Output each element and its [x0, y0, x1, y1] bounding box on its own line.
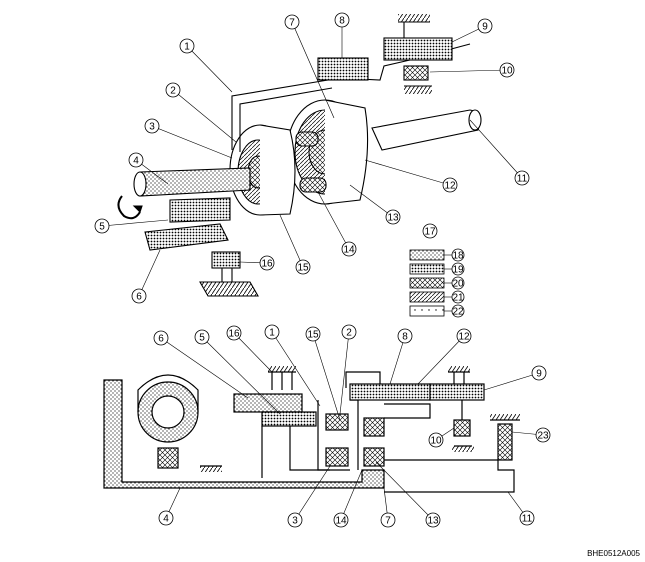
legend-entry-18: 18	[409, 248, 465, 262]
legend-label: 20	[452, 279, 464, 290]
callout-number: 5	[99, 222, 105, 233]
callout-number: 6	[136, 292, 142, 303]
callout-number: 12	[444, 181, 456, 192]
callout-2: 2	[165, 82, 237, 143]
callout-number: 7	[385, 516, 391, 527]
callout-number: 16	[261, 259, 273, 270]
callout-number: 3	[292, 516, 298, 527]
legend-swatch	[409, 291, 445, 303]
callout-number: 14	[343, 245, 355, 256]
legend-entry-19: 19	[409, 262, 465, 276]
legend-label: 21	[452, 293, 464, 304]
callout-17: 17	[422, 223, 438, 239]
callout-16: 16	[239, 255, 275, 271]
callout-number: 11	[522, 514, 533, 525]
callout-16: 16	[226, 325, 273, 373]
callout-8: 8	[389, 328, 413, 385]
callout-number: 2	[170, 86, 176, 97]
callout-number: 17	[424, 227, 436, 238]
rotation-arrow-icon	[117, 195, 143, 220]
callout-number: 12	[458, 332, 470, 343]
callout-number: 1	[184, 42, 190, 53]
legend-entry-21: 21	[409, 290, 465, 304]
legend-swatch	[409, 263, 445, 275]
callout-5: 5	[94, 218, 169, 234]
callout-10: 10	[428, 427, 455, 448]
callout-number: 4	[163, 514, 169, 525]
callout-number: 7	[289, 18, 295, 29]
callout-3: 3	[287, 465, 331, 528]
callout-number: 1	[269, 328, 275, 339]
callout-11: 11	[507, 491, 535, 526]
callout-4: 4	[128, 152, 169, 185]
callout-15: 15	[279, 214, 311, 275]
callout-number: 3	[149, 122, 155, 133]
callout-13: 13	[349, 184, 401, 225]
callout-7: 7	[284, 14, 335, 119]
legend-label: 18	[452, 251, 464, 262]
legend-swatch	[409, 249, 445, 261]
callout-10: 10	[429, 62, 515, 78]
callout-number: 9	[482, 22, 488, 33]
callout-number: 2	[346, 328, 352, 339]
callout-number: 6	[158, 334, 164, 345]
callout-number: 10	[430, 436, 442, 447]
callout-number: 8	[402, 332, 408, 343]
callout-6: 6	[153, 330, 249, 399]
callout-6: 6	[131, 249, 161, 304]
callout-9: 9	[451, 18, 493, 43]
pictorial-view	[117, 14, 482, 297]
callout-12: 12	[417, 328, 472, 385]
callout-8: 8	[334, 12, 350, 58]
callout-1: 1	[264, 324, 321, 407]
callout-number: 13	[427, 516, 439, 527]
callout-number: 15	[307, 330, 319, 341]
schematic-view	[103, 366, 520, 493]
callout-number: 9	[536, 369, 542, 380]
callout-9: 9	[483, 365, 547, 391]
callout-11: 11	[469, 119, 530, 186]
callout-4: 4	[158, 487, 181, 526]
figure-code: BHE0512A005	[587, 549, 640, 558]
legend-entry-20: 20	[409, 276, 465, 290]
callout-13: 13	[375, 461, 441, 528]
legend-swatch	[409, 277, 445, 289]
callout-number: 5	[199, 333, 205, 344]
callout-number: 4	[133, 156, 139, 167]
callout-14: 14	[317, 191, 357, 257]
callout-number: 16	[228, 329, 240, 340]
legend-swatch	[409, 305, 445, 317]
callout-1: 1	[179, 38, 233, 93]
callout-15: 15	[305, 326, 341, 421]
callout-number: 23	[537, 431, 549, 442]
callout-number: 15	[297, 263, 309, 274]
shading-legend: 18 19 20 21 22	[409, 248, 465, 318]
callout-number: 10	[501, 66, 513, 77]
callout-23: 23	[511, 427, 551, 443]
callout-5: 5	[194, 329, 281, 415]
legend-label: 19	[452, 265, 464, 276]
callout-3: 3	[144, 118, 233, 159]
callout-7: 7	[380, 487, 396, 528]
callout-number: 13	[387, 213, 399, 224]
callout-2: 2	[339, 324, 357, 415]
legend-label: 22	[452, 307, 464, 318]
callout-14: 14	[333, 469, 363, 528]
callout-number: 11	[517, 174, 528, 185]
callout-number: 14	[335, 516, 347, 527]
callout-12: 12	[364, 159, 458, 193]
legend-entry-22: 22	[409, 304, 465, 318]
callout-number: 8	[339, 16, 345, 27]
